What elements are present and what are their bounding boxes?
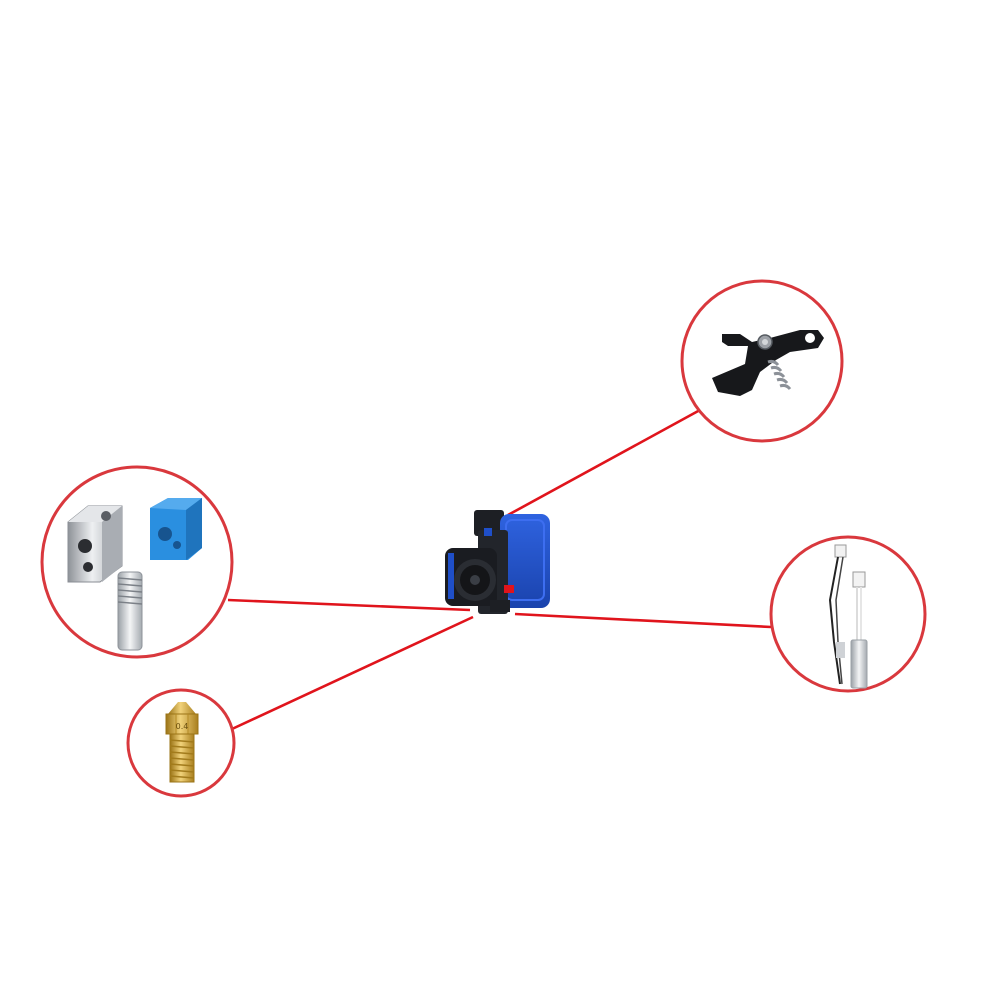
part-callout-heater-block-kit (40, 465, 234, 659)
brass-nozzle-icon: 0.4 (165, 702, 199, 783)
nozzle-size-label: 0.4 (176, 722, 189, 731)
heater-block-sock-throat-icon (67, 498, 202, 651)
connector-line-nozzle (231, 615, 474, 731)
connector-lines (227, 408, 772, 731)
lever-arm-spring-icon (712, 330, 824, 396)
thermistor-cartridge-icon (828, 544, 868, 689)
connector-line-lever (507, 408, 701, 517)
callout-circle (769, 535, 927, 693)
hotend-extruder-assembly (445, 510, 550, 614)
part-callout-lever-arm (680, 279, 844, 443)
part-callout-thermistor-cartridge (769, 535, 927, 693)
connector-line-heater-block (227, 598, 471, 612)
part-callout-brass-nozzle: 0.4 (126, 688, 236, 798)
connector-line-thermistor (514, 612, 772, 629)
